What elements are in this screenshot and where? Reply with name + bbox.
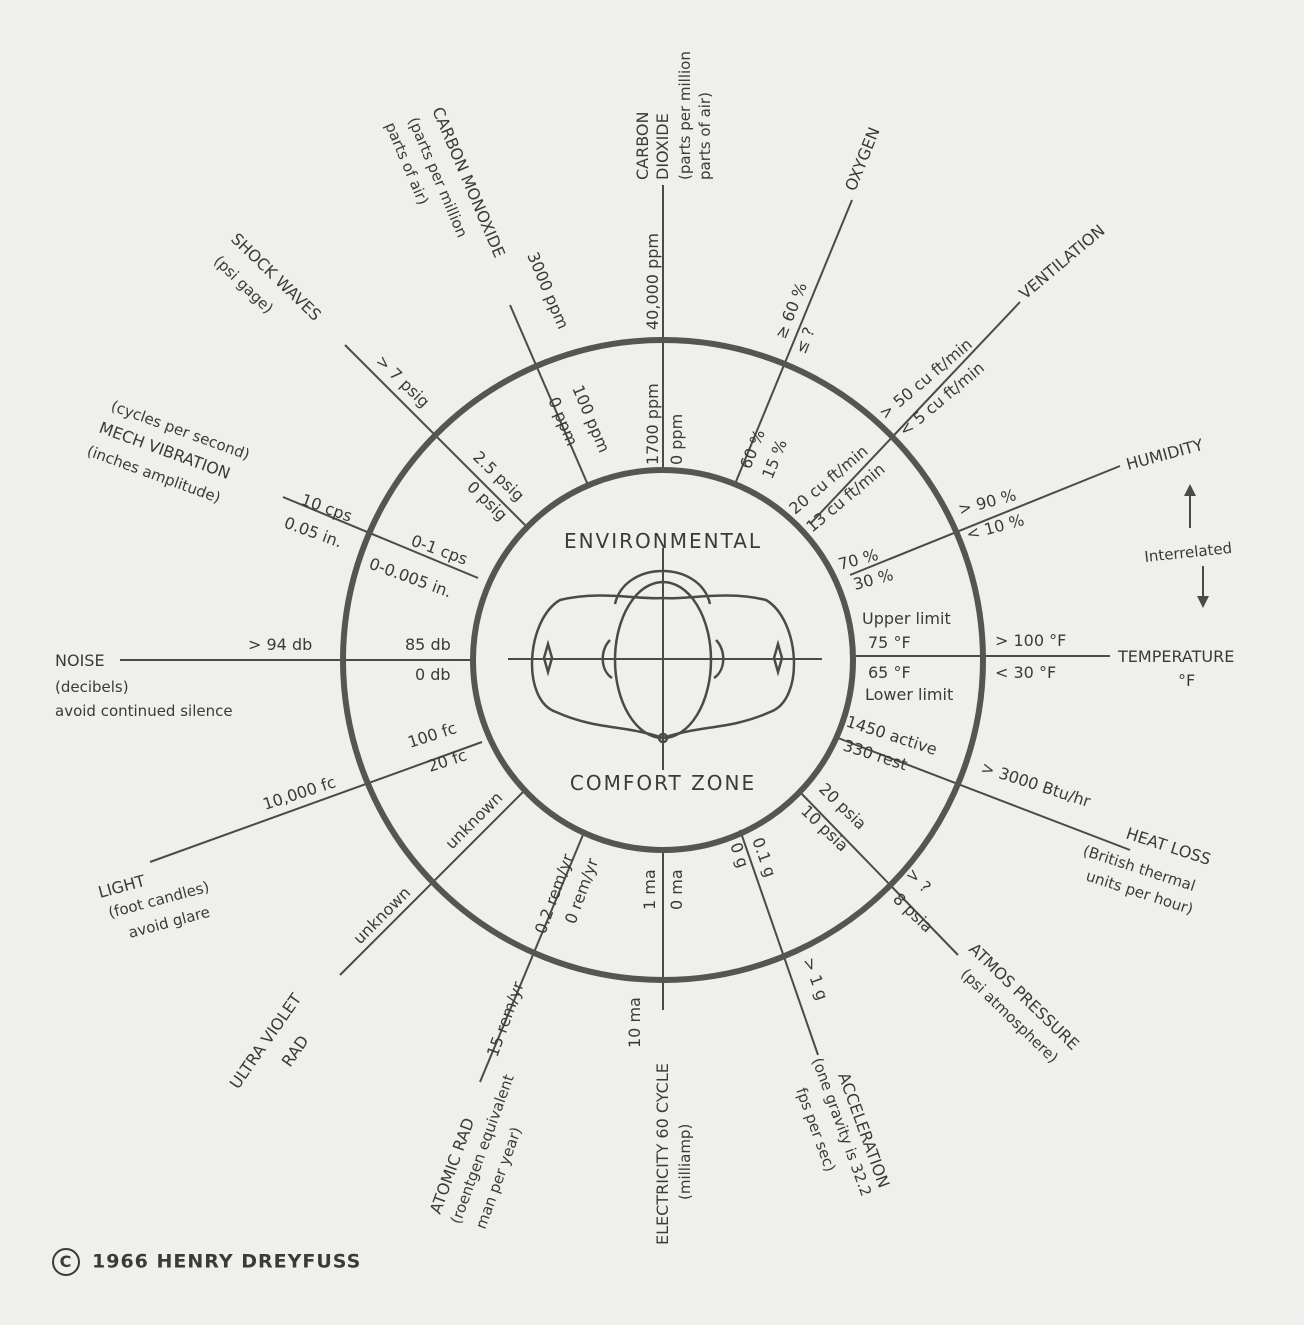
spoke-label: DIOXIDE (653, 113, 672, 180)
right-marker-icon (772, 639, 784, 677)
interrelated-note: Interrelated (1144, 484, 1233, 608)
left-marker-icon (542, 639, 554, 677)
spoke-label: RAD (278, 1032, 313, 1071)
spoke-unit: (parts per million (676, 51, 694, 180)
spoke-electricity: ELECTRICITY 60 CYCLE (milliamp) 10 ma 1 … (625, 869, 694, 1245)
outer-value: > 1 g (799, 955, 832, 1003)
spoke-carbon-dioxide: CARBON DIOXIDE (parts per million parts … (633, 51, 714, 465)
inner-value: 0-1 cps (409, 531, 470, 569)
interrelated-label: Interrelated (1144, 539, 1233, 566)
inner-value: 0 g (726, 840, 753, 870)
copyright-icon: C (52, 1248, 80, 1276)
spoke-label: NOISE (55, 651, 105, 670)
outer-value: > 100 °F (995, 631, 1066, 650)
spoke-label: OXYGEN (841, 124, 884, 193)
spoke-ultra-violet: ULTRA VIOLET RAD unknown unknown (226, 788, 507, 1092)
inner-value: 0 ma (667, 869, 686, 910)
outer-value: 8 psia (889, 889, 937, 936)
outer-value: 10 ma (625, 997, 644, 1048)
copyright-text: 1966 HENRY DREYFUSS (92, 1250, 362, 1273)
spoke-line-humidity (849, 465, 1121, 576)
inner-value: 0 db (415, 665, 451, 684)
outer-value: < 30 °F (995, 663, 1056, 682)
inner-ring (470, 467, 856, 853)
spoke-unit: °F (1178, 671, 1195, 690)
outer-value: 40,000 ppm (643, 233, 662, 330)
spoke-light: LIGHT (foot candles) avoid glare 10,000 … (96, 718, 469, 942)
inner-value: 100 fc (405, 718, 458, 752)
spoke-line-light (149, 741, 483, 863)
spoke-atomic-rad: ATOMIC RAD (roentgen equivalent man per … (426, 851, 602, 1231)
inner-value: Lower limit (865, 685, 953, 704)
spoke-label: CARBON (633, 112, 652, 181)
spoke-line-acceleration (739, 829, 819, 1056)
spoke-line-ventilation (809, 301, 1021, 525)
spoke-line-atmos-pressure (797, 789, 959, 956)
spoke-acceleration: ACCELERATION (one gravity is 32.2 fps pe… (726, 835, 893, 1199)
spoke-unit: avoid continued silence (55, 702, 233, 720)
inner-value: 0-0.005 in. (367, 554, 455, 601)
spoke-line-mech-vibration (282, 496, 479, 579)
spoke-line-heat-loss (837, 737, 1131, 851)
outer-value: 3000 ppm (523, 249, 572, 332)
spoke-noise: NOISE (decibels) avoid continued silence… (55, 635, 451, 720)
inner-value: 1700 ppm (643, 383, 662, 465)
outer-value: ≤ ? (791, 324, 819, 356)
outer-ring (340, 337, 986, 983)
outer-value: 15 rem/yr (483, 979, 528, 1060)
outer-value: > 3000 Btu/hr (979, 758, 1093, 811)
inner-value: 75 °F (868, 633, 911, 652)
spoke-unit: (milliamp) (676, 1124, 694, 1200)
inner-value: 1 ma (640, 869, 659, 910)
spoke-heat-loss: > 3000 Btu/hr HEAT LOSS (British thermal… (841, 712, 1214, 919)
spoke-mech-vibration: (cycles per second) MECH VIBRATION (inch… (85, 397, 470, 602)
inner-value: 0 ppm (667, 414, 686, 465)
spoke-label: ELECTRICITY 60 CYCLE (653, 1063, 672, 1245)
spoke-line-atomic-rad (479, 829, 586, 1083)
inner-value: 0.1 g (748, 835, 780, 880)
inner-value: 100 ppm (568, 382, 613, 455)
spoke-label: VENTILATION (1015, 221, 1108, 303)
spoke-line-oxygen (734, 199, 853, 485)
inner-value: 65 °F (868, 663, 911, 682)
spoke-line-carbon-monoxide (509, 304, 589, 486)
outer-value: unknown (349, 883, 414, 948)
spoke-humidity: HUMIDITY > 90 % < 10 % 70 % 30 % (836, 435, 1205, 594)
spoke-lines (120, 185, 1131, 1083)
zone-title-bottom: COMFORT ZONE (570, 771, 756, 795)
zone-title-top: ENVIRONMENTAL (564, 529, 762, 553)
spoke-shock-waves: SHOCK WAVES (psi gage) > 7 psig 2.5 psig… (210, 229, 528, 524)
human-figure-icon (530, 569, 796, 744)
inner-value: 20 fc (425, 745, 469, 775)
spoke-label: HUMIDITY (1124, 435, 1205, 474)
spoke-unit: (decibels) (55, 678, 129, 696)
spoke-label: TEMPERATURE (1117, 647, 1234, 666)
outer-value: > 94 db (248, 635, 312, 654)
spoke-temperature: TEMPERATURE °F > 100 °F < 30 °F Upper li… (862, 609, 1234, 704)
spoke-unit: parts of air) (696, 92, 714, 180)
inner-value: Upper limit (862, 609, 951, 628)
copyright-line: C 1966 HENRY DREYFUSS (52, 1248, 361, 1276)
inner-value: 85 db (405, 635, 451, 654)
inner-value: unknown (441, 788, 506, 853)
